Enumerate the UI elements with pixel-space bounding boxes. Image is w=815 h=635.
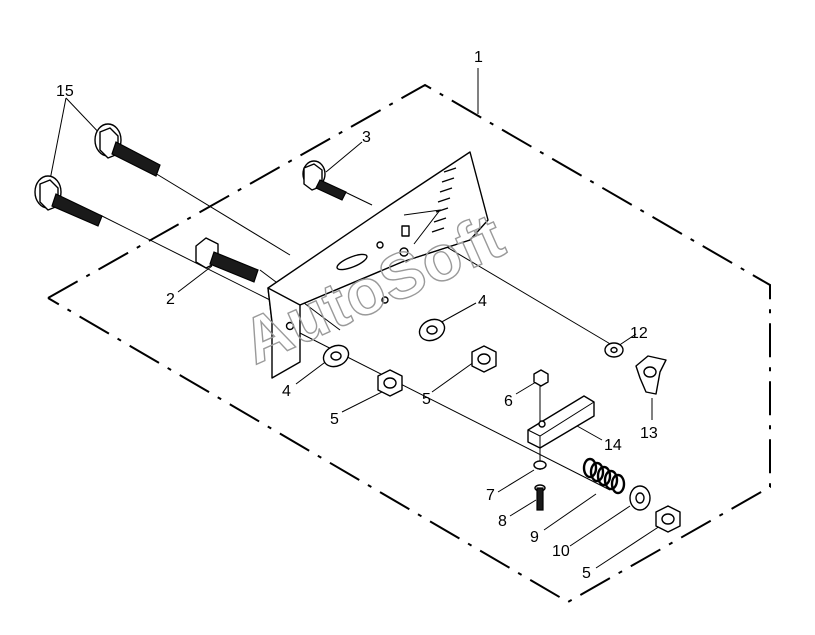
callout-12: 12: [630, 325, 648, 342]
callout-15: 15: [56, 83, 74, 100]
callout-5-bottom: 5: [582, 565, 591, 582]
washer-4-right: [418, 318, 446, 342]
scale-marks: [431, 167, 457, 233]
callout-5-left: 5: [330, 411, 339, 428]
block-14: [527, 395, 595, 449]
nut-5-center: [471, 345, 497, 373]
washer-10: [629, 485, 651, 511]
bolt-2: [195, 237, 259, 283]
carriage-bolt-lower: [34, 175, 103, 227]
spring-9: [582, 457, 626, 495]
callout-14: 14: [604, 437, 622, 454]
callout-13: 13: [640, 425, 658, 442]
carriage-bolt-upper: [94, 123, 161, 177]
screw-8: [534, 484, 546, 511]
washer-12: [604, 342, 624, 358]
washer-7: [533, 460, 547, 470]
callout-7: 7: [486, 487, 495, 504]
nut-5-left: [377, 369, 403, 397]
nut-5-bottom: [655, 505, 681, 533]
callout-10: 10: [552, 543, 570, 560]
callout-2: 2: [166, 291, 175, 308]
callout-1: 1: [474, 49, 483, 66]
callout-9: 9: [530, 529, 539, 546]
callouts: 1 2 3 4 4 5 5 5 6 7 8 9 10 12 13 14 15: [56, 49, 658, 582]
wing-nut-13: [635, 355, 667, 395]
bracket-plate: [267, 151, 489, 379]
callout-8: 8: [498, 513, 507, 530]
callout-5-center: 5: [422, 391, 431, 408]
washer-4-left: [322, 344, 350, 368]
kit-boundary: [47, 83, 771, 604]
nut-6: [533, 369, 549, 387]
bolt-3: [302, 160, 347, 201]
callout-4-right: 4: [478, 293, 487, 310]
callout-3: 3: [362, 129, 371, 146]
callout-6: 6: [504, 393, 513, 410]
callout-4-left: 4: [282, 383, 291, 400]
